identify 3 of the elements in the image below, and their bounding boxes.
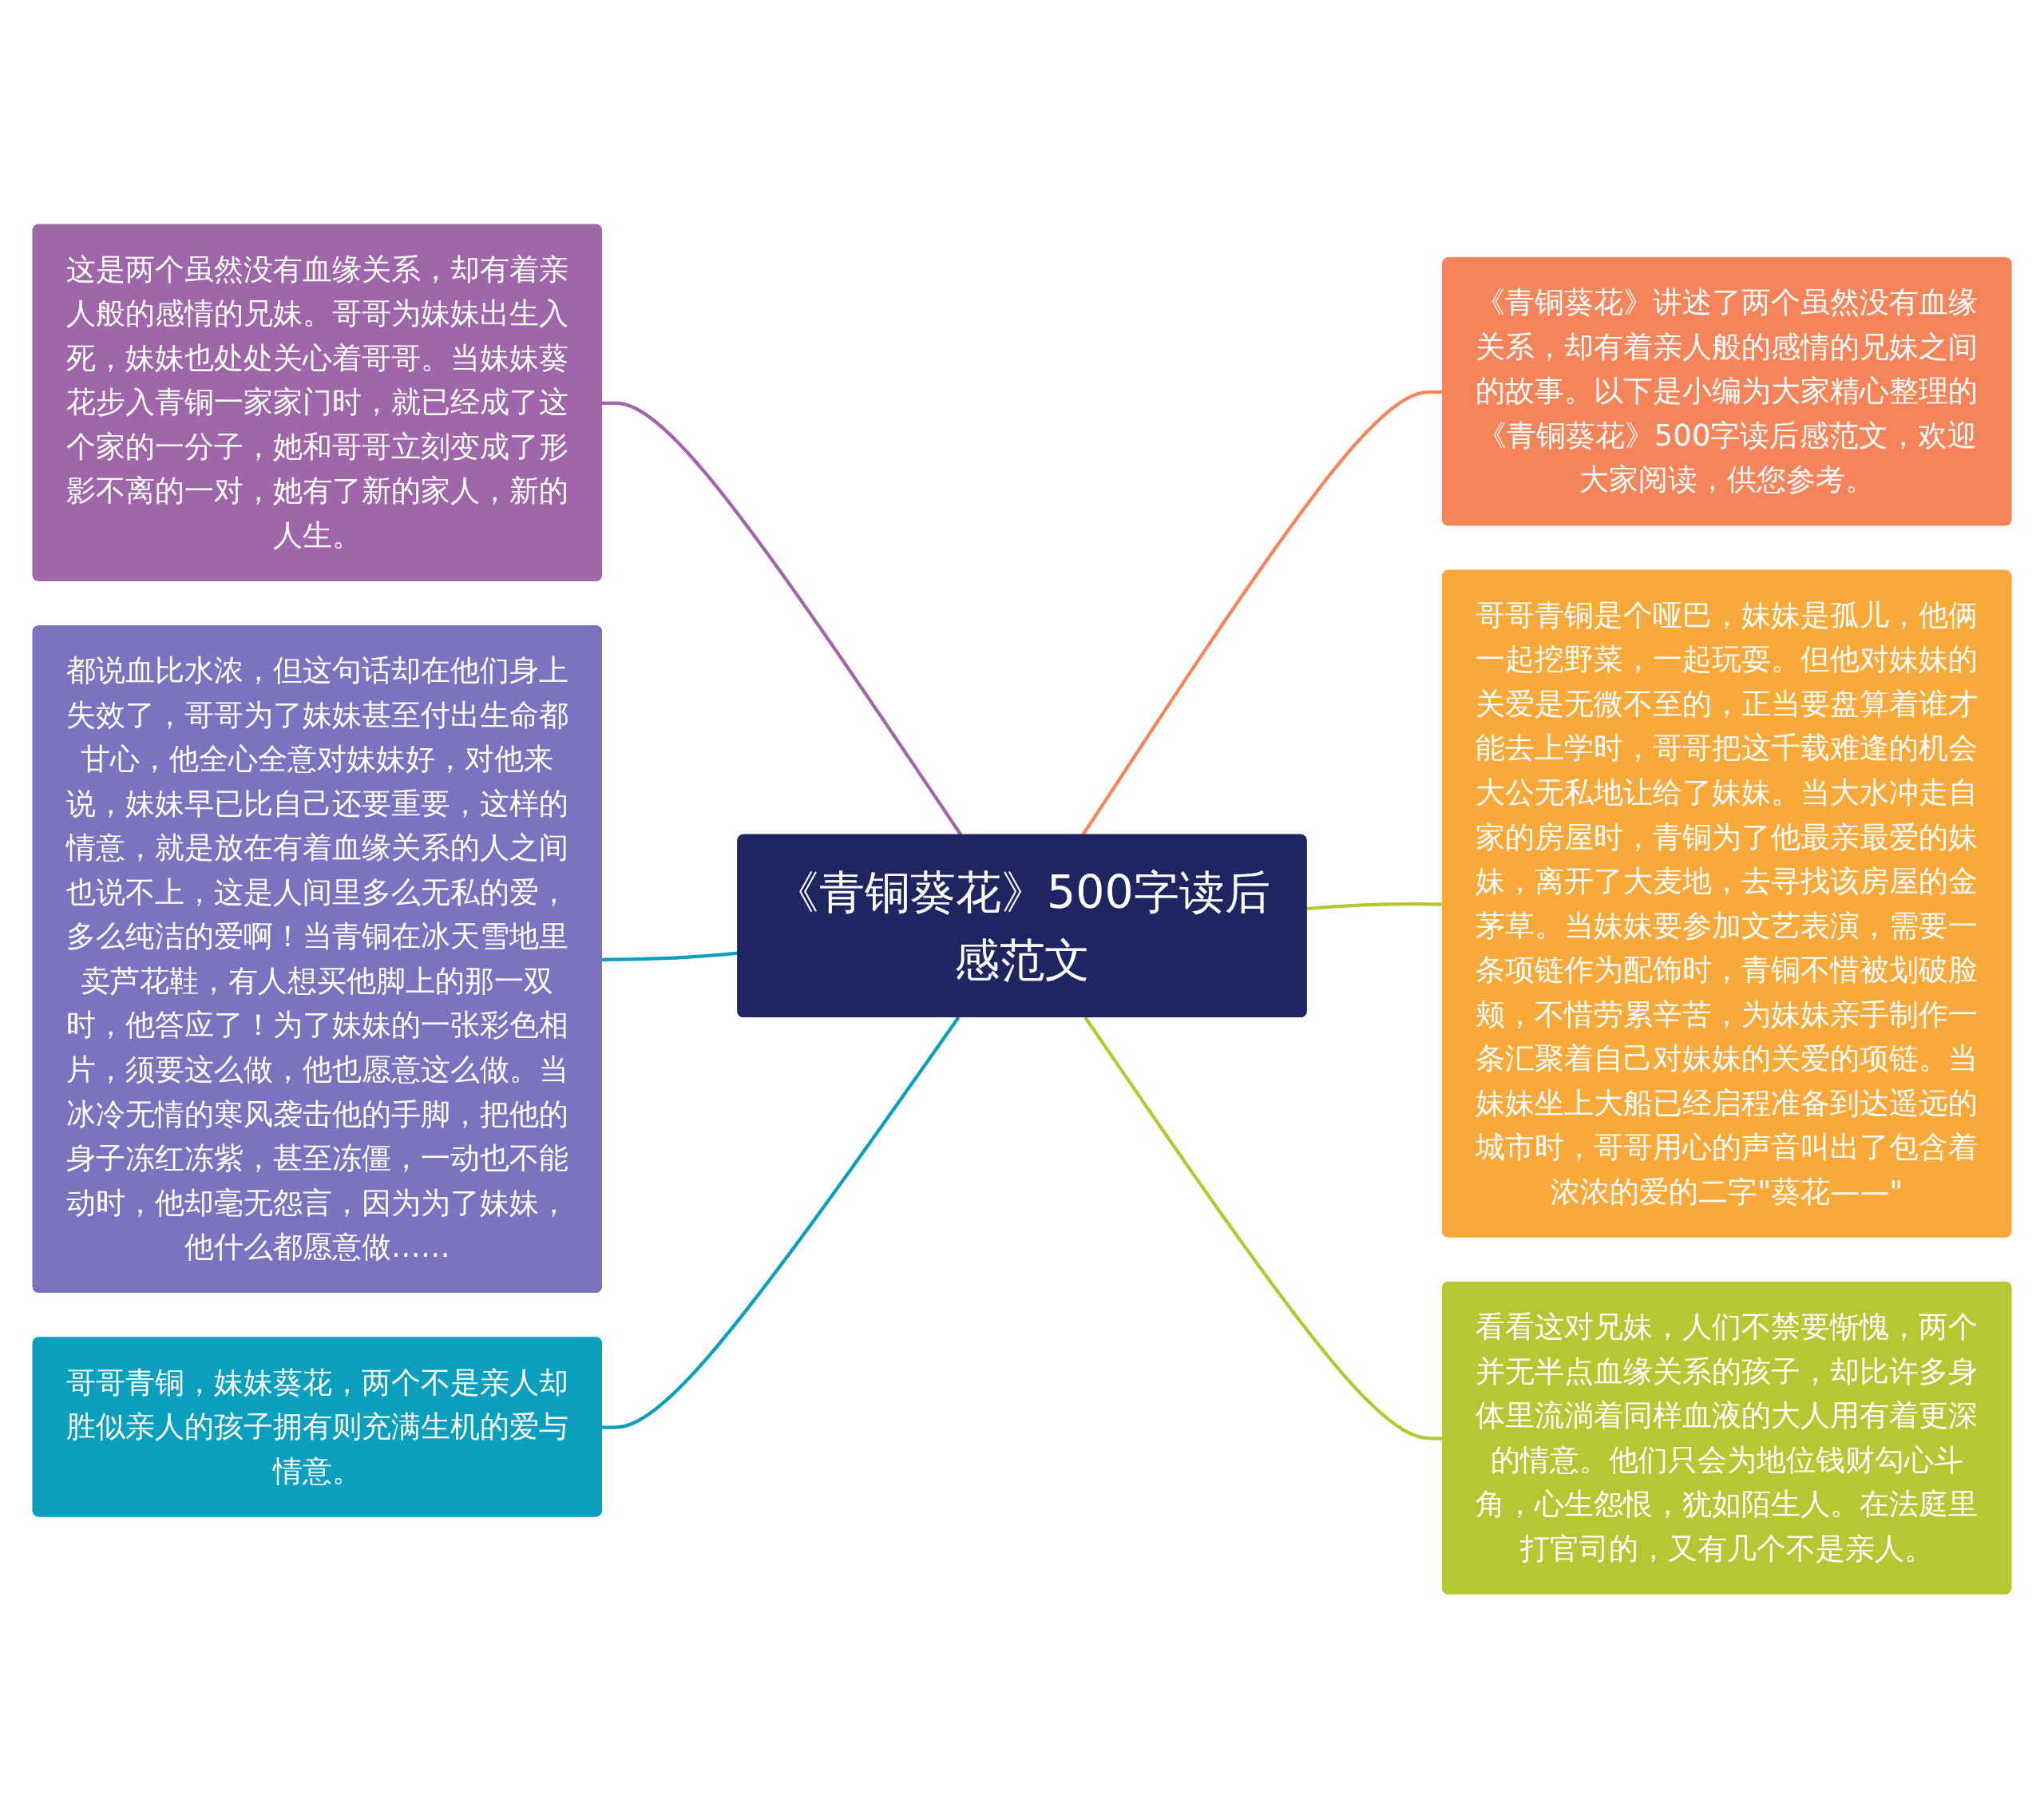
mind-map-drawing: 《青铜葵花》500字读后感范文 这是两个虽然没有血缘关系，却有着亲人般的感情的兄妹。哥哥为妹妹出生入死，妹妹也处处关心着哥哥。当妹妹葵花步入青铜一家家门时，就已经成了这个家的一分子，她和哥哥立刻变成了形影不离的一对，她有了新的家人，新的人生。 都说血比水浓，但这句话却在他们身上失效了，哥哥为了妹妹甚至付出生命都甘心，他全心全意对妹妹好，对他来说，妹妹早已比自己还要重要，这样的情意，就是放在有着血缘关系的人之间也说不上，这是人间里多么无私的爱，多么纯洁的爱啊！当青铜在冰天雪地里卖芦花鞋，有人想买他脚上的那一双时，他答应了！为了妹妹的一张彩色相片，须要这么做，他也愿意这么做。当冰冷无情的寒风袭击他的手脚，把他的身子冻红冻紫，甚至冻僵，一动也不能动时，他却毫无怨言，因为为了妹妹，他什么都愿意做…… 哥哥青铜，妹妹葵花，两个不是亲人却胜似亲人的孩子拥有则充满生机的爱与情意。 《青铜葵花》讲述了两个虽然没有血缘关系，却有着亲人般的感情的兄妹之间的故事。以下是小编为大家精心整理的《青铜葵花》500字读后感范文，欢迎大家阅读，供您参考。 哥哥青铜是个哑巴，妹妹是孤儿，他俩一起挖野菜，一起玩耍。但他对妹妹的关爱是无微不至的，正当要盘算着谁才能去上学时，哥哥把这千载难逢的机会大公无私地让给了妹妹。当大水冲走自家的房屋时，青铜为了他最亲最爱的妹妹，离开了大麦地，去寻找该房屋的金茅草。当妹妹要参加文艺表演，需要一条项链作为配饰时，青铜不惜被划破脸颊，不惜劳累辛苦，为妹妹亲手制作一条汇聚着自己对妹妹的关爱的项链。当妹妹坐上大船已经启程准备到达遥远的城市时，哥哥用心的声音叫出了包含着浓浓的爱的二字"葵花——" 看看这对兄妹，人们不禁要惭愧，两个并无半点血缘关系的孩子，却比许多身体里流淌着同样血液的大人用有着更深的情意。他们只会为地位钱财勾心斗角，心生怨恨，犹如陌生人。在法庭里打官司的，又有几个不是亲人。 (24, 216, 2020, 1603)
connector (601, 1016, 961, 1430)
connector (601, 952, 739, 962)
